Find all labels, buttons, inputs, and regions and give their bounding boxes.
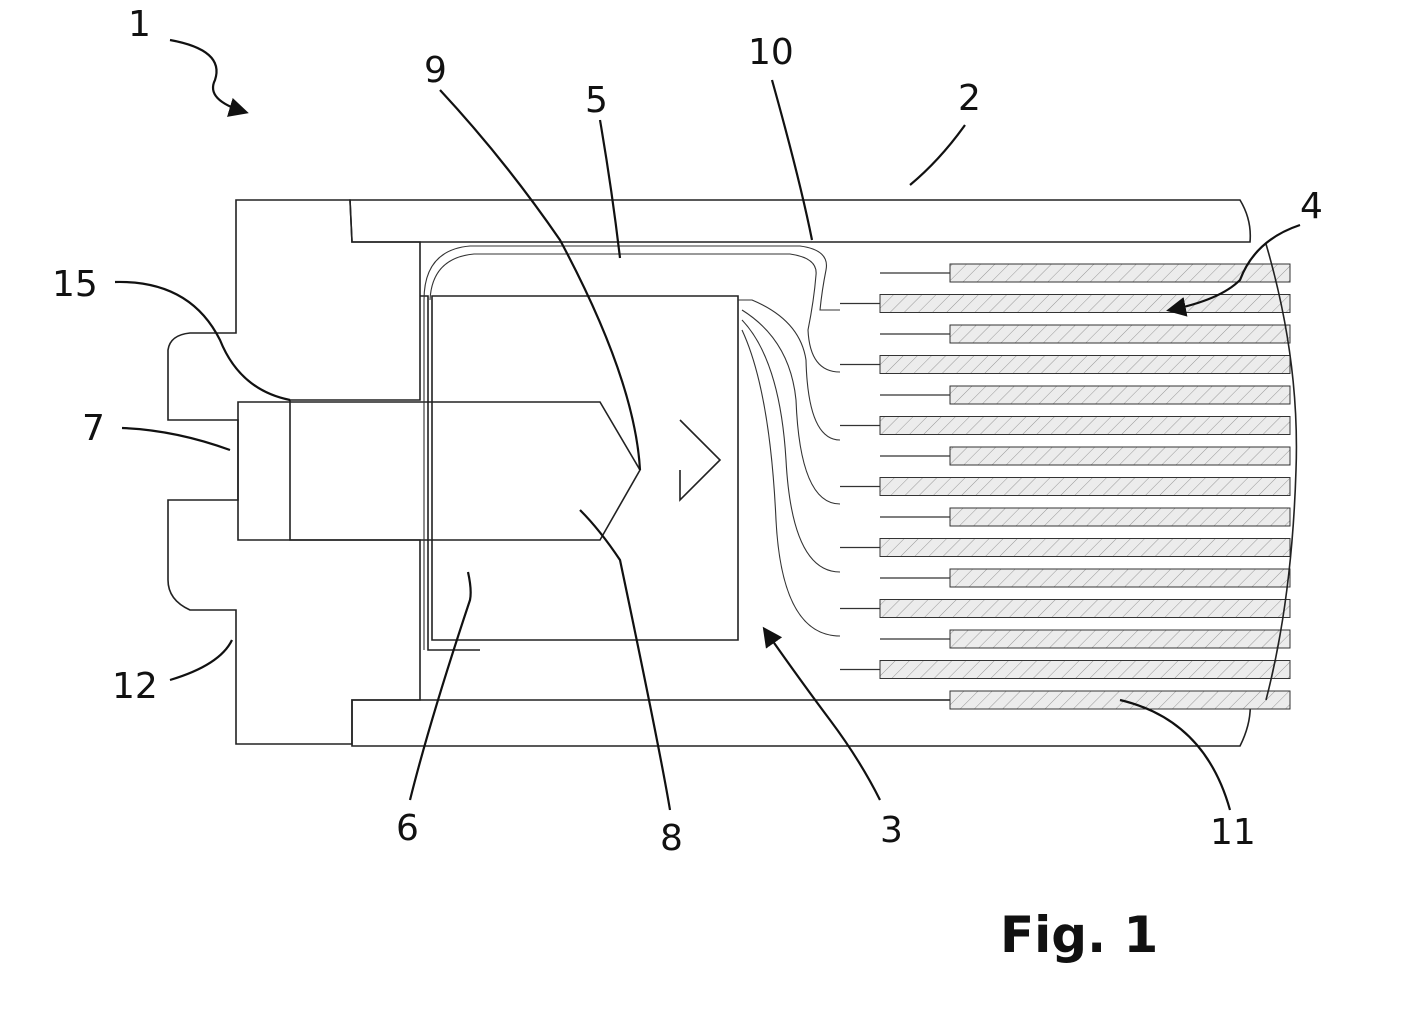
electrode-strip: [880, 539, 1290, 557]
ref-5: 5: [585, 80, 608, 121]
electrode-strip: [950, 325, 1290, 343]
seal-block: [432, 296, 738, 640]
ref-3: 3: [880, 810, 903, 851]
ref-9: 9: [424, 50, 447, 91]
leader-10: [772, 80, 812, 240]
ref-2: 2: [958, 78, 981, 119]
electrode-stack: [840, 264, 1290, 709]
leader-9: [440, 90, 640, 470]
electrode-strip: [880, 661, 1290, 679]
electrode-strip: [950, 508, 1290, 526]
ref-1: 1: [128, 4, 151, 45]
leader-1: [170, 40, 245, 112]
housing-top-wall: [350, 200, 1250, 242]
end-cap: [168, 200, 420, 744]
ref-8: 8: [660, 818, 683, 859]
electrode-strip: [950, 386, 1290, 404]
ref-11: 11: [1210, 812, 1256, 853]
ref-7: 7: [82, 408, 105, 449]
ref-12: 12: [112, 666, 158, 707]
electrode-strip: [880, 478, 1290, 496]
leader-6: [410, 572, 471, 800]
ref-10: 10: [748, 32, 794, 73]
leader-11: [1120, 700, 1230, 810]
leader-8: [580, 510, 670, 810]
pin-chevron: [680, 420, 720, 500]
leader-15: [115, 282, 290, 400]
leader-3: [765, 630, 880, 800]
electrode-strip: [880, 356, 1290, 374]
leader-12: [170, 640, 232, 680]
electrode-strip: [950, 630, 1290, 648]
electrode-strip: [950, 264, 1290, 282]
ref-15: 15: [52, 264, 98, 305]
terminal-pin-7: [238, 402, 640, 540]
electrode-strip: [880, 417, 1290, 435]
electrode-strip: [880, 600, 1290, 618]
electrode-strip: [950, 447, 1290, 465]
ref-4: 4: [1300, 186, 1323, 227]
collector-foil-5: [424, 246, 840, 310]
leader-7: [122, 428, 230, 450]
leader-5: [600, 120, 620, 258]
ref-6: 6: [396, 808, 419, 849]
figure-caption: Fig. 1: [1000, 906, 1158, 964]
electrode-strip: [950, 569, 1290, 587]
leader-2: [910, 125, 965, 185]
electrode-strip: [880, 295, 1290, 313]
